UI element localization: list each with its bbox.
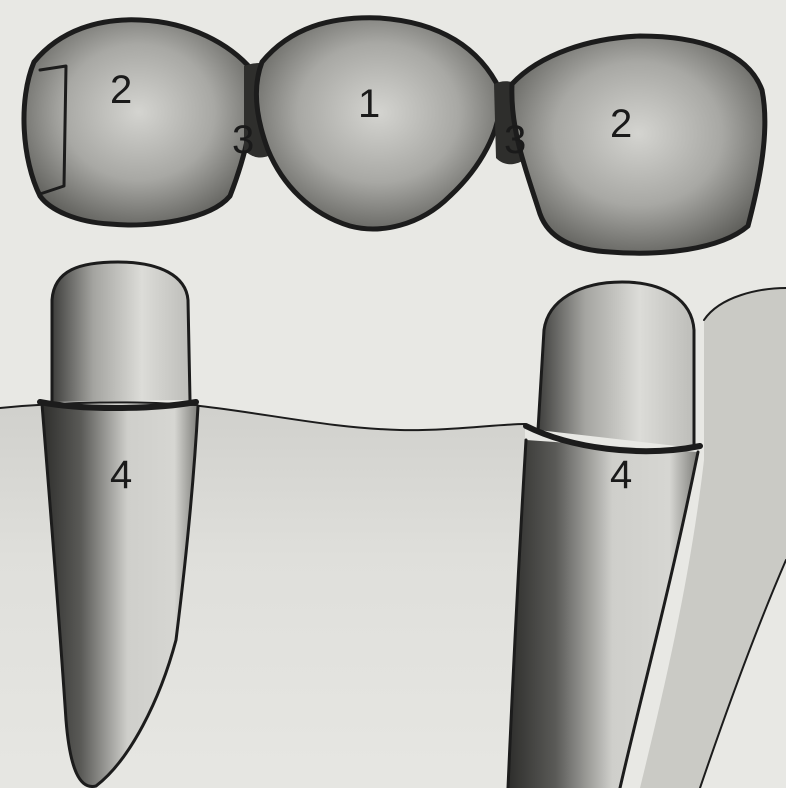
label-left-connector: 3: [232, 120, 254, 160]
label-right-connector: 3: [504, 120, 526, 160]
label-left-abutment: 4: [110, 455, 132, 495]
left-retainer-crown: [24, 20, 253, 225]
label-left-retainer: 2: [110, 70, 132, 110]
label-right-retainer: 2: [610, 104, 632, 144]
left-prepared-stump: [52, 262, 190, 402]
right-prepared-stump: [538, 282, 694, 448]
right-retainer-crown: [512, 36, 765, 253]
label-pontic: 1: [358, 84, 380, 124]
label-right-abutment: 4: [610, 455, 632, 495]
